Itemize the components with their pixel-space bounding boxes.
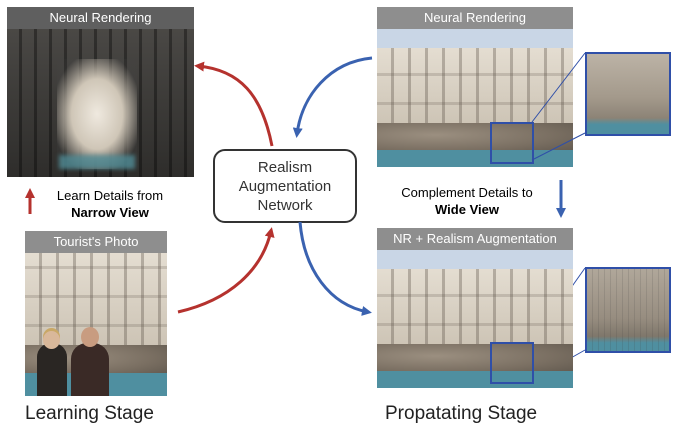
red-arrow-photo-to-box: [177, 227, 275, 314]
top-left-rendering: Neural Rendering: [7, 7, 194, 177]
tourist-photo: Tourist's Photo: [25, 231, 167, 396]
augmented-facade: [377, 250, 573, 388]
box-line-3: Network: [257, 196, 313, 214]
complement-details-label: Complement Details to Wide View: [401, 185, 533, 217]
augmented-caption: NR + Realism Augmentation: [377, 228, 573, 250]
tourist-caption: Tourist's Photo: [25, 231, 167, 253]
red-arrow-box-to-top-left: [194, 61, 274, 147]
zoom-region-marker: [490, 122, 534, 164]
tourist-woman: [37, 343, 67, 396]
box-line-2: Augmentation: [238, 177, 332, 195]
learn-details-label: Learn Details from Narrow View: [56, 188, 164, 220]
center-water: [59, 155, 135, 169]
learning-stage-label: Learning Stage: [25, 403, 154, 424]
augmented-rendering: NR + Realism Augmentation: [377, 228, 573, 388]
box-line-1: Realism: [257, 158, 313, 176]
realism-augmentation-network-box: Realism Augmentation Network: [213, 149, 357, 223]
blue-arrow-top-right-to-box: [292, 56, 373, 138]
top-right-caption: Neural Rendering: [377, 7, 573, 29]
blue-arrow-box-to-augmented: [298, 221, 372, 316]
tourist-man-head: [81, 327, 99, 347]
propagating-stage-label: Propatating Stage: [385, 403, 538, 424]
top-right-rendering: Neural Rendering: [377, 7, 573, 167]
bright-center-region: [57, 59, 137, 169]
zoom-region-marker-bottom: [490, 342, 534, 384]
tourist-woman-head: [43, 331, 60, 349]
top-left-caption: Neural Rendering: [7, 7, 194, 29]
bottom-zoom-inset: [585, 267, 671, 353]
top-zoom-inset: [585, 52, 671, 136]
tourist-man: [71, 343, 109, 396]
